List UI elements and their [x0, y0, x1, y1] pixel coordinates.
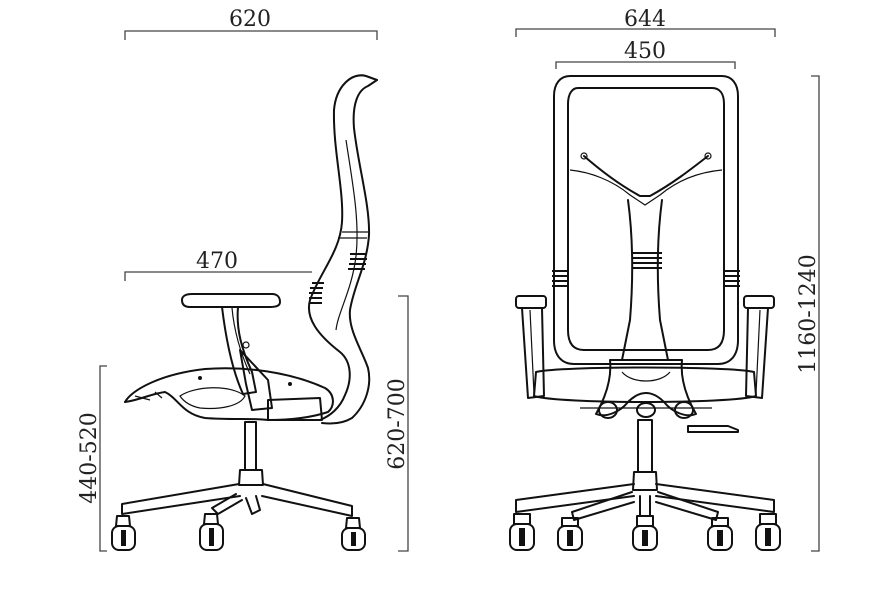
front-seat	[533, 359, 757, 433]
side-backrest	[307, 74, 378, 425]
front-lumbar-support	[552, 252, 740, 287]
dimension-front-width: 644	[515, 7, 776, 37]
dimension-seat-height: 440-520	[77, 365, 107, 552]
dimension-label-seat-height: 440-520	[77, 412, 102, 503]
side-caster-center	[199, 513, 224, 551]
dimension-total-height: 1160-1240	[796, 75, 821, 552]
side-seat	[124, 367, 334, 421]
side-caster-left	[111, 515, 136, 551]
front-armrest-left	[515, 295, 547, 399]
front-caster-2	[557, 517, 583, 551]
front-base	[515, 419, 775, 521]
dimension-label-armrest-depth: 470	[196, 249, 238, 274]
dimension-armrest-depth: 470	[124, 249, 312, 281]
front-armrest-right	[743, 295, 775, 399]
dimension-label-back-width: 450	[624, 39, 666, 64]
front-caster-5	[755, 513, 781, 551]
dimension-label-total-height: 1160-1240	[796, 254, 821, 373]
side-lumbar-support	[309, 253, 367, 304]
dimension-label-front-width: 644	[624, 7, 666, 32]
dimension-label-side-depth: 620	[229, 7, 271, 32]
front-caster-1	[509, 513, 535, 551]
side-armrest	[181, 293, 281, 411]
front-view: 644 450 1160-1240	[509, 7, 821, 552]
dimension-armrest-height: 620-700	[385, 295, 410, 552]
dimension-back-width: 450	[555, 39, 736, 69]
front-caster-3	[632, 515, 658, 551]
front-backrest	[552, 75, 740, 365]
side-base	[121, 421, 353, 517]
dimension-label-armrest-height: 620-700	[385, 378, 410, 469]
front-caster-4	[707, 517, 733, 551]
dimension-side-depth: 620	[124, 7, 378, 40]
side-view: 620 470 440-520 620-700	[77, 7, 410, 552]
side-caster-right	[341, 517, 366, 551]
